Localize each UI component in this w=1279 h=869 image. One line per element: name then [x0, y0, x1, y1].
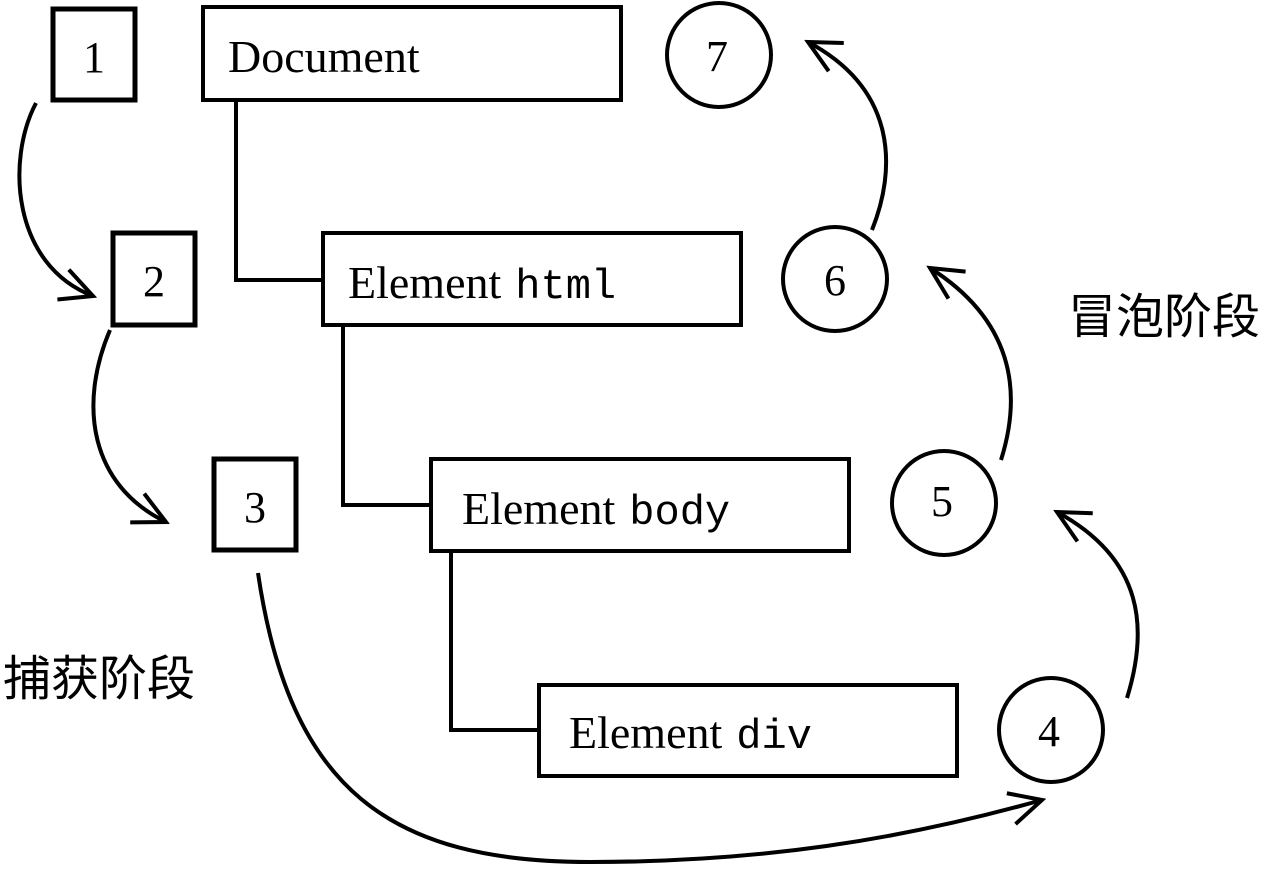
- bubble-step-5-number: 5: [931, 477, 953, 526]
- tree-connectors: [234, 100, 539, 732]
- capture-step-3-number: 3: [244, 483, 266, 532]
- bubble-arrows: [808, 42, 1140, 699]
- capture-step-3: 3: [211, 456, 299, 553]
- capture-arrows: [17, 102, 1042, 865]
- connector-document-html: [234, 100, 323, 282]
- arrow-2-to-3: [91, 329, 166, 522]
- bubble-step-5: 5: [890, 449, 998, 557]
- capture-step-1-number: 1: [83, 33, 105, 82]
- node-element-html: Element html: [321, 231, 743, 327]
- bubble-step-4-number: 4: [1038, 707, 1060, 756]
- capture-step-1: 1: [50, 6, 138, 103]
- node-html-tag: html: [515, 263, 616, 311]
- bubble-phase-label: 冒泡阶段: [1068, 289, 1260, 345]
- capture-step-2-number: 2: [143, 257, 165, 306]
- node-document-label: Document: [228, 31, 420, 82]
- arrow-3-to-4: [256, 572, 1042, 865]
- bubble-step-7: 7: [665, 1, 773, 109]
- node-div-label: Element: [569, 707, 722, 758]
- node-body-tag: body: [629, 489, 730, 537]
- bubble-step-6-number: 6: [824, 256, 846, 305]
- capture-phase-label: 捕获阶段: [3, 651, 195, 707]
- node-body-label: Element: [462, 483, 615, 534]
- node-div-tag: div: [736, 713, 812, 761]
- node-document: Document: [201, 5, 623, 102]
- arrow-4-to-5: [1057, 512, 1140, 699]
- arrow-6-to-7: [808, 42, 889, 231]
- node-element-body: Element body: [429, 457, 851, 553]
- bubble-step-4: 4: [997, 676, 1105, 784]
- bubble-step-7-number: 7: [706, 32, 728, 81]
- capture-step-2: 2: [110, 230, 198, 328]
- arrow-5-to-6: [930, 268, 1013, 461]
- node-element-div: Element div: [537, 683, 959, 778]
- node-html-label: Element: [348, 257, 501, 308]
- arrow-1-to-2: [17, 102, 93, 296]
- bubble-step-6: 6: [781, 225, 889, 333]
- connector-body-div: [449, 551, 539, 732]
- connector-html-body: [341, 325, 431, 507]
